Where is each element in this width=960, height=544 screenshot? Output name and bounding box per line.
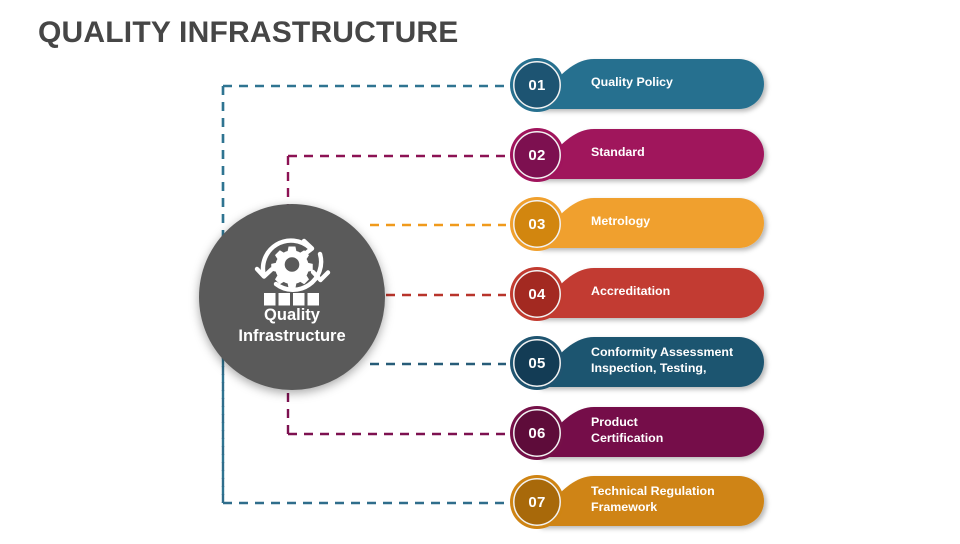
step-bar-shape bbox=[538, 268, 764, 318]
hub-label: Quality Infrastructure bbox=[199, 305, 385, 347]
step-number: 05 bbox=[528, 354, 546, 372]
step-number-badge[interactable]: 02 bbox=[509, 127, 565, 183]
step-bar-shape bbox=[538, 337, 764, 387]
badge-shape bbox=[510, 475, 564, 529]
gear-cycle-icon bbox=[242, 224, 342, 311]
step-number-badge[interactable]: 07 bbox=[509, 474, 565, 530]
step-number-badge[interactable]: 05 bbox=[509, 335, 565, 391]
hub-label-line1: Quality bbox=[264, 306, 320, 324]
badge-shape bbox=[510, 336, 564, 390]
step-number: 07 bbox=[528, 493, 546, 511]
badge-shape bbox=[510, 58, 564, 112]
badge-shape bbox=[510, 267, 564, 321]
step-number: 02 bbox=[528, 146, 546, 164]
page-title: QUALITY INFRASTRUCTURE bbox=[38, 16, 459, 49]
step-bar-shape bbox=[538, 476, 764, 526]
step-number: 03 bbox=[528, 215, 546, 233]
badge-shape bbox=[510, 197, 564, 251]
hub-label-line2: Infrastructure bbox=[238, 327, 346, 345]
step-bar-shape bbox=[538, 129, 764, 179]
step-number: 06 bbox=[528, 424, 546, 442]
badge-shape bbox=[510, 128, 564, 182]
step-number: 01 bbox=[528, 76, 546, 94]
hub-circle[interactable]: Quality Infrastructure bbox=[199, 204, 385, 390]
step-number-badge[interactable]: 03 bbox=[509, 196, 565, 252]
step-number: 04 bbox=[528, 285, 546, 303]
step-bar-shape bbox=[538, 59, 764, 109]
step-number-badge[interactable]: 04 bbox=[509, 266, 565, 322]
step-bar-shape bbox=[538, 407, 764, 457]
step-number-badge[interactable]: 06 bbox=[509, 405, 565, 461]
badge-shape bbox=[510, 406, 564, 460]
step-bar-shape bbox=[538, 198, 764, 248]
step-number-badge[interactable]: 01 bbox=[509, 57, 565, 113]
